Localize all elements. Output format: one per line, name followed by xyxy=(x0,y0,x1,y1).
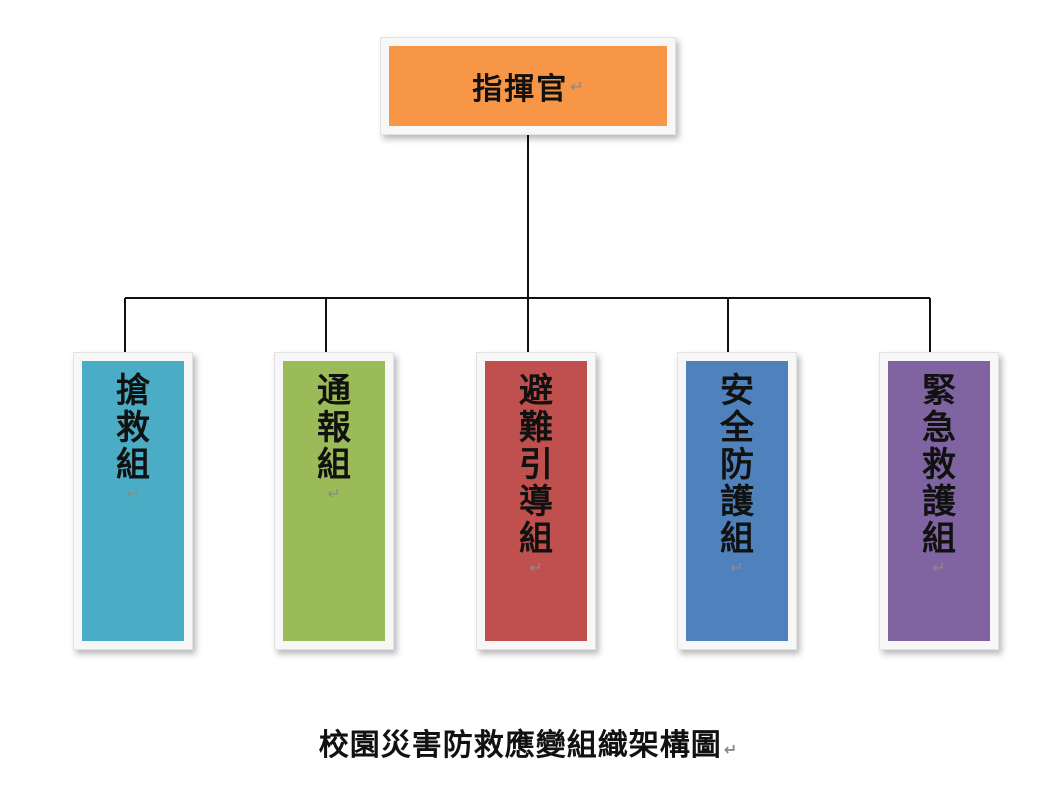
group-label-glyph: 救 xyxy=(116,408,150,448)
root-node-fill: 指揮官↵ xyxy=(389,46,667,126)
group-node-evacuation: 避難引導組↵ xyxy=(476,352,596,650)
group-node-safety: 安全防護組↵ xyxy=(677,352,797,650)
group-label-glyph: 難 xyxy=(519,408,553,448)
group-label-glyph: 組 xyxy=(317,445,351,485)
group-node-label: 通報組↵ xyxy=(283,373,385,504)
group-label-glyph: 避 xyxy=(519,371,553,411)
group-label-glyph: 組 xyxy=(519,519,553,559)
diagram-caption: 校園災害防救應變組織架構圖↵ xyxy=(0,720,1057,764)
group-label-glyph: 組 xyxy=(922,519,956,559)
group-label-glyph: 護 xyxy=(922,482,956,522)
group-label-glyph: 導 xyxy=(519,482,553,522)
group-node-first-aid: 緊急救護組↵ xyxy=(879,352,999,650)
group-node-fill: 通報組↵ xyxy=(283,361,385,641)
group-label-glyph: 報 xyxy=(317,408,351,448)
group-label-glyph: 引 xyxy=(519,445,553,485)
group-label-glyph: 急 xyxy=(922,408,956,448)
paragraph-mark: ↵ xyxy=(126,484,140,503)
root-node-label: 指揮官 xyxy=(472,72,569,107)
root-node: 指揮官↵ xyxy=(380,37,676,135)
paragraph-mark: ↵ xyxy=(730,558,744,577)
group-label-glyph: 搶 xyxy=(116,371,150,411)
paragraph-mark: ↵ xyxy=(327,484,341,503)
paragraph-mark: ↵ xyxy=(529,558,543,577)
paragraph-mark: ↵ xyxy=(570,76,584,96)
group-node-fill: 緊急救護組↵ xyxy=(888,361,990,641)
group-label-glyph: 緊 xyxy=(922,371,956,411)
group-node-report: 通報組↵ xyxy=(274,352,394,650)
group-label-glyph: 護 xyxy=(720,482,754,522)
group-node-fill: 搶救組↵ xyxy=(82,361,184,641)
paragraph-mark: ↵ xyxy=(932,558,946,577)
group-label-glyph: 組 xyxy=(116,445,150,485)
caption-text: 校園災害防救應變組織架構圖 xyxy=(318,728,722,763)
group-node-rescue: 搶救組↵ xyxy=(73,352,193,650)
group-node-label: 緊急救護組↵ xyxy=(888,373,990,578)
group-label-glyph: 全 xyxy=(720,408,754,448)
group-label-glyph: 組 xyxy=(720,519,754,559)
group-label-glyph: 防 xyxy=(720,445,754,485)
group-node-label: 搶救組↵ xyxy=(82,373,184,504)
group-label-glyph: 安 xyxy=(720,371,754,411)
group-node-label: 避難引導組↵ xyxy=(485,373,587,578)
group-node-fill: 安全防護組↵ xyxy=(686,361,788,641)
group-node-fill: 避難引導組↵ xyxy=(485,361,587,641)
group-label-glyph: 通 xyxy=(317,371,351,411)
paragraph-mark: ↵ xyxy=(723,740,739,759)
group-label-glyph: 救 xyxy=(922,445,956,485)
group-node-label: 安全防護組↵ xyxy=(686,373,788,578)
